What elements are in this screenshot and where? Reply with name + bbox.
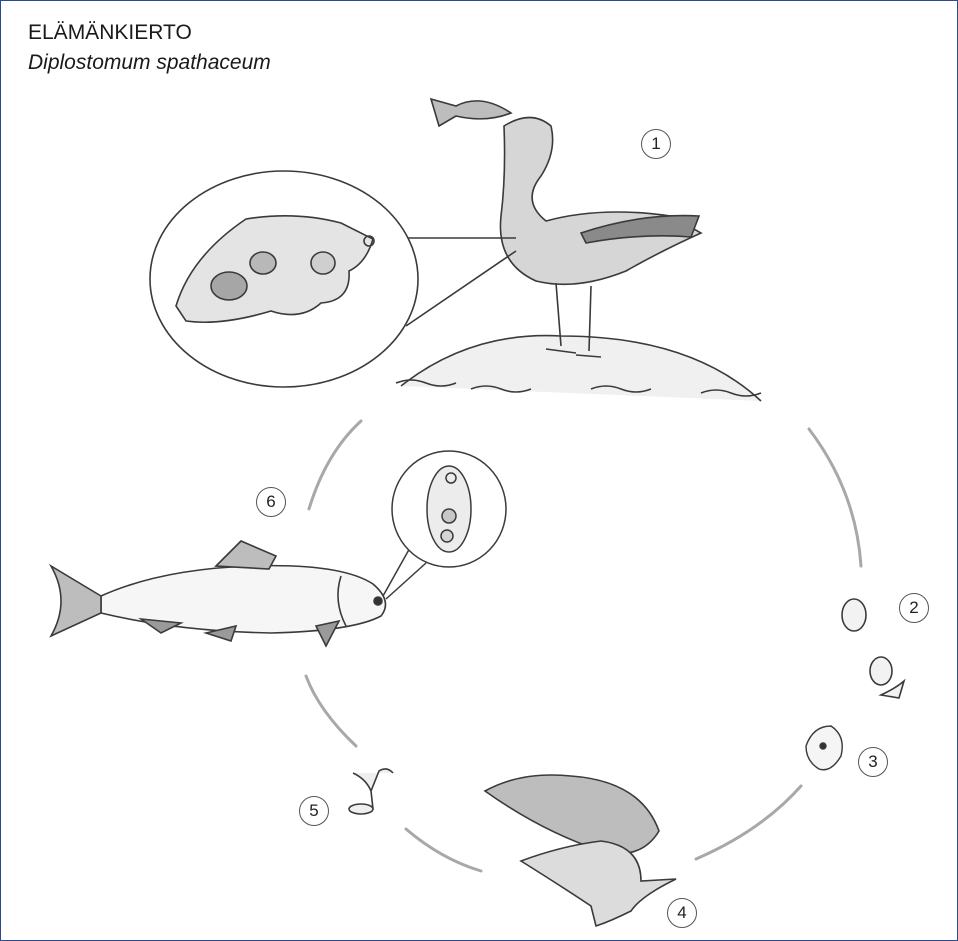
fish-tail bbox=[51, 566, 101, 636]
magnifier-line-2 bbox=[406, 251, 516, 326]
fish-body bbox=[101, 566, 386, 633]
egg-1 bbox=[842, 599, 866, 631]
fish-eye bbox=[374, 597, 382, 605]
fish-illustration bbox=[51, 541, 386, 646]
stage-number-4: 4 bbox=[667, 898, 697, 928]
cycle-arc-cercaria-to-fish bbox=[306, 676, 356, 746]
snail-illustration bbox=[485, 775, 676, 926]
stage-number-2: 2 bbox=[899, 593, 929, 623]
cycle-arc-fish-to-bird bbox=[309, 421, 361, 509]
metacercaria-sucker-3 bbox=[441, 530, 453, 542]
cycle-arc-bird-to-egg bbox=[809, 429, 861, 566]
caught-fish bbox=[431, 99, 511, 126]
adult-worm-organ-1 bbox=[250, 252, 276, 274]
miracidium-eyespot bbox=[820, 743, 826, 749]
stage-number-1: 1 bbox=[641, 129, 671, 159]
egg-2 bbox=[870, 657, 892, 685]
cycle-arc-miracidium-to-snail bbox=[696, 786, 801, 859]
stage-number-5: 5 bbox=[299, 796, 329, 826]
eggs-illustration bbox=[842, 599, 904, 698]
cercaria-illustration bbox=[349, 769, 393, 814]
snail-body bbox=[521, 841, 676, 926]
gull-illustration bbox=[396, 99, 761, 401]
stage-number-6: 6 bbox=[256, 487, 286, 517]
metacercaria-magnified bbox=[383, 451, 506, 599]
snail-shell bbox=[485, 775, 659, 854]
adult-worm-organ-3 bbox=[211, 272, 247, 300]
stage-number-3: 3 bbox=[858, 747, 888, 777]
cercaria-tail bbox=[353, 769, 393, 809]
adult-worm-organ-2 bbox=[311, 252, 335, 274]
cycle-arc-snail-to-cercaria bbox=[406, 829, 481, 871]
miracidium-illustration bbox=[806, 726, 842, 770]
cercaria-body bbox=[349, 804, 373, 814]
metacercaria-sucker-2 bbox=[442, 509, 456, 523]
fish-pectoral-fin bbox=[316, 621, 339, 646]
fish-dorsal-fin bbox=[216, 541, 276, 569]
